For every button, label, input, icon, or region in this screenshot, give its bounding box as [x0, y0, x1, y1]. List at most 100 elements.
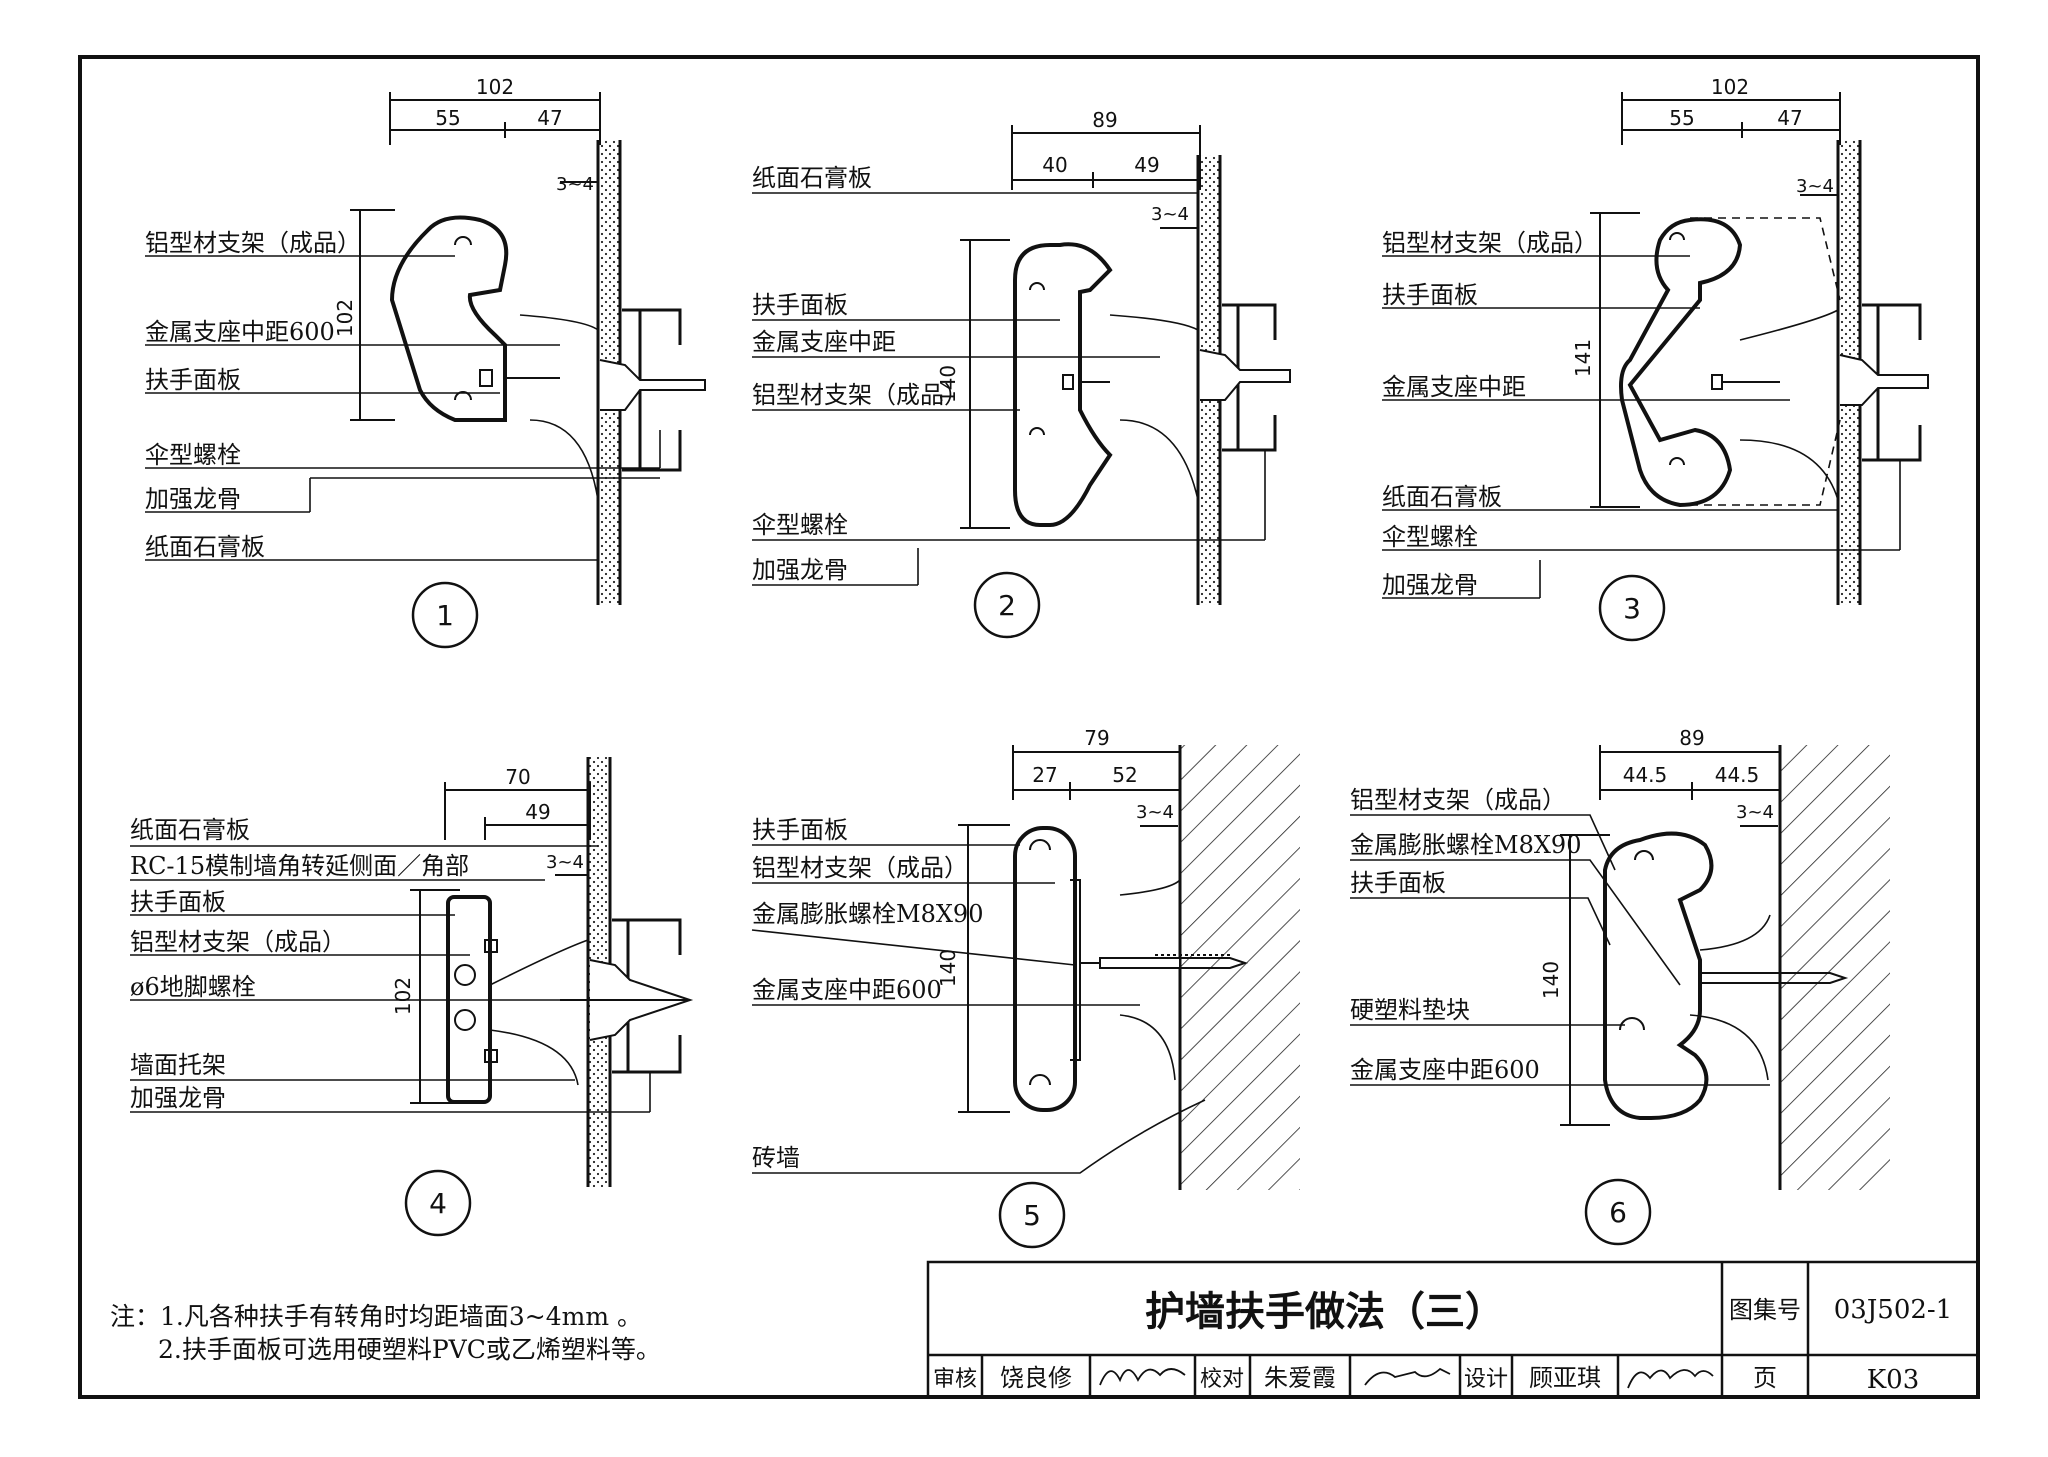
- dim-1-right: 47: [537, 106, 562, 130]
- label-2-bracket: 铝型材支架（成品）: [752, 381, 968, 409]
- label-6-bracket: 铝型材支架（成品）: [1350, 786, 1566, 814]
- dim-1-height: 102: [333, 299, 357, 337]
- design-label: 设计: [1464, 1367, 1508, 1392]
- handrail-profile-5: [1013, 826, 1077, 1112]
- handrail-profile-3: [1619, 217, 1743, 508]
- dim-5-left: 27: [1032, 763, 1057, 787]
- dim-6-overall: 89: [1679, 726, 1704, 750]
- note-2: 2.扶手面板可选用硬塑料PVC或乙烯塑料等。: [110, 1333, 661, 1366]
- handrail-profile-6: [1603, 831, 1714, 1120]
- dim-6-left: 44.5: [1623, 763, 1668, 787]
- detail-5: [751, 745, 1300, 1249]
- label-4-wall-bracket: 墙面托架: [130, 1051, 226, 1079]
- detail-4: [130, 757, 694, 1237]
- label-3-stud: 加强龙骨: [1382, 571, 1478, 599]
- label-4-stud: 加强龙骨: [130, 1084, 226, 1112]
- dim-3-height: 141: [1571, 339, 1595, 377]
- page-label: 页: [1753, 1364, 1777, 1392]
- atlas-no-label: 图集号: [1729, 1296, 1801, 1324]
- label-5-spacing: 金属支座中距600: [752, 976, 942, 1004]
- dim-4-overall: 70: [505, 765, 530, 789]
- dim-2-gap: 3~4: [1151, 204, 1189, 225]
- label-3-bracket: 铝型材支架（成品）: [1382, 229, 1598, 257]
- dim-6-right: 44.5: [1715, 763, 1760, 787]
- label-4-panel: 扶手面板: [130, 888, 226, 916]
- detail-6: [1350, 745, 1890, 1246]
- dim-2-left: 40: [1042, 153, 1067, 177]
- dim-2-right: 49: [1134, 153, 1159, 177]
- label-3-spacing: 金属支座中距: [1382, 373, 1526, 401]
- dim-2-overall: 89: [1092, 108, 1117, 132]
- dim-6-height: 140: [1539, 961, 1563, 999]
- label-3-gypsum: 纸面石膏板: [1382, 483, 1502, 511]
- dim-4-height: 102: [391, 977, 415, 1015]
- dim-3-right: 47: [1777, 106, 1802, 130]
- label-3-bolt: 伞型螺栓: [1382, 523, 1478, 551]
- label-5-expansion-bolt: 金属膨胀螺栓M8X90: [752, 900, 983, 928]
- signature-designer: [1627, 1369, 1714, 1389]
- title-block: [926, 1260, 1980, 1399]
- note-1-text: 1.凡各种扶手有转角时均距墙面3~4mm 。: [160, 1302, 642, 1331]
- label-1-bracket: 铝型材支架（成品）: [145, 229, 361, 257]
- label-4-bracket: 铝型材支架（成品）: [130, 928, 346, 956]
- label-2-bolt: 伞型螺栓: [752, 511, 848, 539]
- reviewer-name: 饶良修: [1000, 1364, 1072, 1392]
- signature-checker: [1364, 1367, 1451, 1386]
- dim-5-gap: 3~4: [1136, 802, 1174, 823]
- label-1-stud: 加强龙骨: [145, 485, 241, 513]
- detail-3: [1382, 92, 1929, 642]
- detail-1: [145, 92, 706, 649]
- designer-name: 顾亚琪: [1529, 1364, 1601, 1392]
- label-6-panel: 扶手面板: [1350, 869, 1446, 897]
- dim-5-right: 52: [1112, 763, 1137, 787]
- note-1: 注：1.凡各种扶手有转角时均距墙面3~4mm 。: [110, 1300, 661, 1333]
- dim-3-gap: 3~4: [1796, 176, 1834, 197]
- label-6-pad: 硬塑料垫块: [1350, 996, 1470, 1024]
- detail-number-1: 1: [436, 599, 454, 632]
- label-2-panel: 扶手面板: [752, 291, 848, 319]
- label-4-gypsum: 纸面石膏板: [130, 816, 250, 844]
- dim-3-overall: 102: [1711, 75, 1749, 99]
- label-5-bracket: 铝型材支架（成品）: [752, 854, 968, 882]
- label-2-spacing: 金属支座中距: [752, 328, 896, 356]
- dim-4-inner: 49: [525, 800, 550, 824]
- label-5-brick-wall: 砖墙: [752, 1144, 800, 1172]
- detail-number-4: 4: [429, 1187, 447, 1220]
- detail-number-6: 6: [1609, 1196, 1627, 1229]
- checker-name: 朱爱霞: [1264, 1364, 1336, 1392]
- dim-1-gap: 3~4: [556, 174, 594, 195]
- drawing-title: 护墙扶手做法（三）: [1145, 1288, 1505, 1335]
- signature-reviewer: [1099, 1368, 1186, 1386]
- label-1-panel: 扶手面板: [145, 366, 241, 394]
- review-label: 审核: [933, 1367, 977, 1392]
- dim-4-gap: 3~4: [546, 852, 584, 873]
- dim-6-gap: 3~4: [1736, 802, 1774, 823]
- dim-3-left: 55: [1669, 106, 1694, 130]
- atlas-no: 03J502-1: [1834, 1295, 1952, 1325]
- check-label: 校对: [1200, 1367, 1244, 1392]
- notes-prefix: 注：: [110, 1302, 161, 1331]
- dim-1-left: 55: [435, 106, 460, 130]
- label-6-expansion-bolt: 金属膨胀螺栓M8X90: [1350, 831, 1581, 859]
- dim-5-height: 140: [936, 949, 960, 987]
- dim-5-overall: 79: [1084, 726, 1109, 750]
- label-1-bolt: 伞型螺栓: [145, 441, 241, 469]
- detail-number-2: 2: [998, 589, 1016, 622]
- note-2-text: 2.扶手面板可选用硬塑料PVC或乙烯塑料等。: [158, 1335, 661, 1364]
- dim-2-height: 140: [936, 365, 960, 403]
- label-1-gypsum: 纸面石膏板: [145, 533, 265, 561]
- label-3-panel: 扶手面板: [1382, 281, 1478, 309]
- handrail-profile-1: [389, 215, 509, 422]
- notes: 注：1.凡各种扶手有转角时均距墙面3~4mm 。 2.扶手面板可选用硬塑料PVC…: [110, 1300, 661, 1366]
- label-4-rc15: RC-15模制墙角转延侧面／角部: [130, 852, 469, 880]
- detail-2: [752, 125, 1291, 639]
- page-no: K03: [1867, 1365, 1920, 1395]
- label-2-gypsum: 纸面石膏板: [752, 164, 872, 192]
- label-2-stud: 加强龙骨: [752, 556, 848, 584]
- detail-number-circle-1: [411, 581, 479, 649]
- detail-number-3: 3: [1623, 592, 1641, 625]
- label-1-spacing: 金属支座中距600: [145, 318, 335, 346]
- label-5-panel: 扶手面板: [752, 816, 848, 844]
- label-6-spacing: 金属支座中距600: [1350, 1056, 1540, 1084]
- label-4-anchor: ø6地脚螺栓: [130, 973, 256, 1001]
